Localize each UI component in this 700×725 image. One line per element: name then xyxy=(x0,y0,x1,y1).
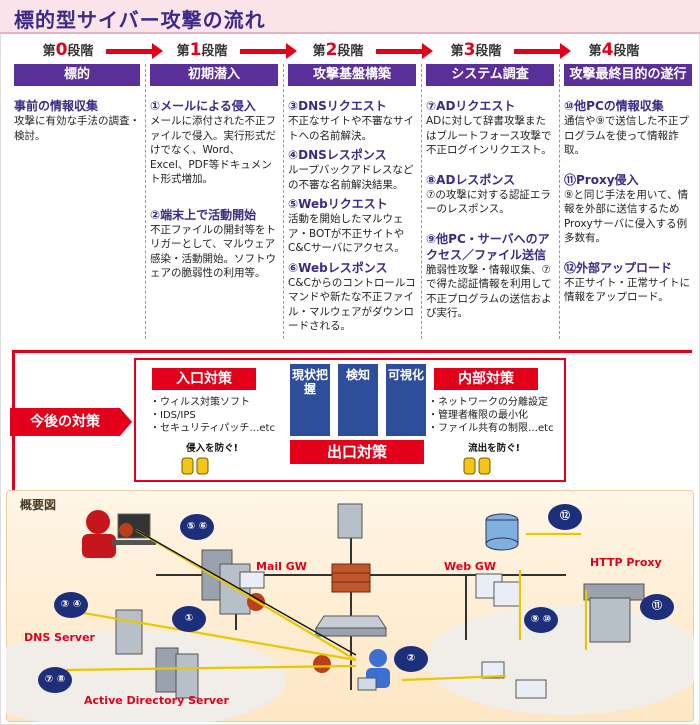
exit-measures-title: 出口対策 xyxy=(290,440,424,464)
phase-column-0: 標的 事前の情報収集 攻撃に有効な手法の調査・検討。 xyxy=(14,64,140,344)
user-pc-icon xyxy=(357,649,390,691)
network-diagram xyxy=(6,503,694,722)
internal-measures-title: 内部対策 xyxy=(434,368,538,390)
section-text: 不正ファイルの開封等をトリガーとして、マルウェア感染・活動開始。ソフトウェアの脆… xyxy=(150,223,276,280)
column-divider xyxy=(559,64,560,339)
stop-hands-icon xyxy=(463,457,491,475)
kanji-badge-current-status: 現状把握 xyxy=(290,364,330,436)
step-bubble-11: ⑪ xyxy=(640,594,674,620)
section-text: C&Cからのコントロールコマンドや新たな不正ファイル・マルウェアがダウンロードさ… xyxy=(288,276,416,333)
entry-badge: 侵入を防ぐ! xyxy=(186,443,238,454)
c2-flow-line xyxy=(135,529,357,656)
http-proxy-icon xyxy=(583,583,645,643)
step-bubble-3-4: ③ ④ xyxy=(54,592,88,618)
web-gw-server-icon xyxy=(475,573,521,607)
http-proxy-label: HTTP Proxy xyxy=(590,556,662,569)
stage-arrow xyxy=(106,43,163,59)
mail-gw-server-icon xyxy=(201,549,265,615)
section-text: ADに対して辞書攻撃またはブルートフォース攻撃で不正ログインリクエスト。 xyxy=(426,115,552,156)
stage-arrow xyxy=(514,43,571,59)
section-text: ⑨と同じ手法を用いて、情報を外部に送信するためProxyサーバに侵入する例多数有… xyxy=(564,188,689,245)
stage-1-label: 第1段階 xyxy=(176,40,228,60)
section-title: ③DNSリクエスト xyxy=(288,99,387,113)
stage-arrow xyxy=(240,43,297,59)
ad-server-icon xyxy=(155,647,199,699)
dns-server-label: DNS Server xyxy=(24,631,95,644)
countermeasure-label: 今後の対策 xyxy=(10,408,132,436)
column-divider xyxy=(283,64,284,339)
section-text: 脆弱性攻撃・情報収集、⑦で得た認証情報を利用して不正プログラムの送信および実行。 xyxy=(426,263,552,320)
web-gw-label: Web GW xyxy=(444,560,497,573)
column-divider xyxy=(145,64,146,339)
column-header: 攻撃基盤構築 xyxy=(288,64,416,86)
section-title: ⑨他PC・サーバへのアクセス／ファイル送信 xyxy=(426,231,550,262)
section-title: ⑧ADレスポンス xyxy=(426,172,516,187)
section-text: 不正サイト・正常サイトに情報をアップロード。 xyxy=(564,276,690,304)
stage-arrow xyxy=(376,43,433,59)
stage-4-label: 第4段階 xyxy=(588,40,640,60)
attack-flow-lines xyxy=(65,529,588,682)
step-bubble-7-8: ⑦ ⑧ xyxy=(38,667,72,693)
section-title: ①メールによる侵入 xyxy=(150,99,256,113)
section-title: ⑤Webリクエスト xyxy=(288,197,388,211)
mail-gw-label: Mail GW xyxy=(256,560,307,573)
section-title: ⑥Webレスポンス xyxy=(288,260,388,275)
phase-column-4: 攻撃最終目的の遂行 ⑩他PCの情報収集 通信や⑨で送信した不正プログラムを使って… xyxy=(564,64,692,344)
entry-measures-list: ・ウィルス対策ソフト ・IDS/IPS ・セキュリティパッチ…etc xyxy=(150,397,275,434)
internal-measures-list: ・ネットワークの分離設定 ・管理者権限の最小化 ・ファイル共有の制限…etc xyxy=(428,397,554,434)
internet-server-icon xyxy=(337,503,363,539)
switch-icon xyxy=(315,615,387,637)
phase-column-1: 初期潜入 ①メールによる侵入 メールに添付された不正ファイルで侵入。実行形式だけ… xyxy=(150,64,278,344)
section-text: 不正なサイトや不審なサイトへの名前解決。 xyxy=(288,115,414,142)
step-bubble-12: ⑫ xyxy=(548,504,582,530)
step-bubble-2: ② xyxy=(394,646,428,672)
stage-0-label: 第0段階 xyxy=(42,40,94,60)
section-title: ②端末上で活動開始 xyxy=(150,207,257,222)
section-text: 攻撃に有効な手法の調査・検討。 xyxy=(14,115,140,142)
kanji-badge-detection: 検知 xyxy=(338,364,378,436)
stage-2-label: 第2段階 xyxy=(312,40,364,60)
entry-measures-title: 入口対策 xyxy=(152,368,256,390)
lan-zone-left xyxy=(6,630,286,722)
phase-column-3: システム調査 ⑦ADリクエスト ADに対して辞書攻撃またはブルートフォース攻撃で… xyxy=(426,64,554,344)
section-title: ⑩他PCの情報収集 xyxy=(564,99,664,113)
section-text: ⑦の攻撃に対する認証エラーのレスポンス。 xyxy=(426,188,551,216)
dns-server-icon xyxy=(115,609,143,655)
column-divider xyxy=(421,64,422,339)
section-text: メールに添付された不正ファイルで侵入。実行形式だけでなく、Word、Excel、… xyxy=(150,115,276,185)
firewall-icon xyxy=(331,563,371,593)
step-bubble-5-6: ⑤ ⑥ xyxy=(180,514,214,540)
section-title: 事前の情報収集 xyxy=(14,99,99,113)
phase-column-2: 攻撃基盤構築 ③DNSリクエスト 不正なサイトや不審なサイトへの名前解決。 ④D… xyxy=(288,64,416,344)
section-text: ループバックアドレスなどの不審な名前解決結果。 xyxy=(288,164,414,191)
column-header: 初期潜入 xyxy=(150,64,278,86)
step-bubble-1: ① xyxy=(172,606,206,632)
title-bar: 標的型サイバー攻撃の流れ xyxy=(0,0,700,34)
section-title: ⑪Proxy侵入 xyxy=(564,172,639,187)
section-title: ⑦ADリクエスト xyxy=(426,99,516,113)
internal-badge: 流出を防ぐ! xyxy=(468,443,520,454)
section-text: 通信や⑨で送信した不正プログラムを使って情報詐取。 xyxy=(564,115,689,156)
column-header: システム調査 xyxy=(426,64,554,86)
section-title: ⑫外部アップロード xyxy=(564,260,673,275)
column-header: 標的 xyxy=(14,64,140,86)
kanji-badge-visualization: 可視化 xyxy=(386,364,426,436)
right-pc-icons xyxy=(481,661,547,699)
section-text: 活動を開始したマルウェア・BOTが不正サイトやC&Cサーバにアクセス。 xyxy=(288,213,405,254)
ad-server-label: Active Directory Server xyxy=(84,694,229,707)
step-bubble-9-10: ⑨ ⑩ xyxy=(524,607,558,633)
section-title: ④DNSレスポンス xyxy=(288,148,387,162)
database-icon xyxy=(485,513,519,551)
stage-3-label: 第3段階 xyxy=(450,40,502,60)
overview-label: 概要図 xyxy=(20,498,57,512)
countermeasure-divider xyxy=(12,350,692,353)
stop-hands-icon xyxy=(181,457,209,475)
page-title: 標的型サイバー攻撃の流れ xyxy=(14,8,266,32)
column-header: 攻撃最終目的の遂行 xyxy=(564,64,692,86)
